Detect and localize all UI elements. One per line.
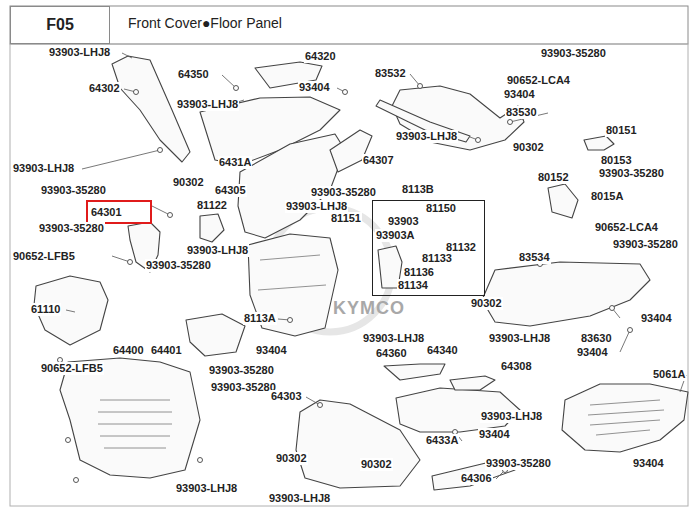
callout-number: 5061A (652, 368, 686, 381)
callout-number: 93903-35280 (210, 381, 277, 394)
callout-number: 93404 (503, 88, 536, 101)
callout-number: 83530 (505, 106, 538, 119)
callout-number: 90302 (470, 297, 503, 310)
callout-number: 93903A (375, 229, 416, 242)
callout-number: 81122 (196, 199, 228, 212)
callout-number: 93404 (478, 428, 511, 441)
callout-number: 93903-35280 (598, 167, 665, 180)
callout-number: 80153 (600, 154, 633, 167)
callout-number: 93903-LHJ8 (268, 492, 331, 505)
callout-number: 64305 (214, 184, 247, 197)
callout-number: 80152 (537, 171, 570, 184)
page-code: F05 (46, 16, 74, 34)
callout-number: 6431A (218, 156, 252, 169)
callout-number: 90302 (275, 452, 308, 465)
callout-number: 64340 (426, 344, 459, 357)
callout-number: 93903-35280 (612, 238, 679, 251)
highlight-box: 64301 (86, 200, 152, 224)
callout-number: 93404 (640, 312, 673, 325)
callout-number: 81136 (403, 266, 435, 279)
callout-number: 64360 (375, 347, 408, 360)
callout-number: 8113A (243, 312, 277, 325)
diagram-title: Front Cover●Floor Panel (128, 15, 282, 31)
callout-number: 90302 (360, 458, 393, 471)
callout-number: 93903-LHJ8 (175, 482, 238, 495)
callout-number: 93903-35280 (145, 259, 212, 272)
callout-number: 93903-LHJ8 (488, 332, 551, 345)
callout-number: 64401 (150, 344, 183, 357)
callout-number: 93903-LHJ8 (362, 332, 425, 345)
callout-number: 6433A (425, 434, 459, 447)
callout-number: 90652-LCA4 (506, 74, 571, 87)
callout-number: 64307 (362, 154, 395, 167)
callout-number: 90652-LFB5 (12, 250, 76, 263)
callout-number: 64301 (91, 206, 122, 219)
group-box: 8113B811509390393903A8113281133811368113… (372, 200, 485, 296)
callout-number: 93903-LHJ8 (12, 162, 75, 175)
callout-number: 93903-LHJ8 (395, 130, 458, 143)
page-code-box: F05 (10, 6, 110, 44)
callout-number: 93903-35280 (38, 222, 105, 235)
callout-number: 90652-LCA4 (594, 221, 659, 234)
callout-number: 93903-LHJ8 (480, 410, 543, 423)
callout-number: 93903 (387, 215, 420, 228)
callout-number: 64306 (460, 472, 493, 485)
callout-number: 93903-35280 (40, 184, 107, 197)
watermark: KYMCO (332, 298, 406, 318)
callout-number: 93903-35280 (540, 47, 607, 60)
callout-number: 81150 (425, 202, 457, 215)
callout-number: 80151 (605, 124, 638, 137)
callout-number: 64308 (500, 360, 533, 373)
callout-number: 64302 (88, 82, 121, 95)
callout-number: 64303 (270, 390, 303, 403)
callout-number: 64320 (304, 50, 337, 63)
callout-number: 93903-LHJ8 (186, 244, 249, 257)
callout-number: 64400 (112, 344, 145, 357)
callout-number: 83532 (374, 67, 407, 80)
callout-number: 8015A (590, 190, 624, 203)
callout-number: 93903-35280 (485, 457, 552, 470)
group-heading: 8113B (401, 183, 435, 196)
callout-number: 64350 (177, 68, 210, 81)
callout-number: 93903-35280 (208, 364, 275, 377)
callout-number: 81134 (397, 279, 429, 292)
callout-number: 83630 (580, 332, 613, 345)
callout-number: 93903-LHJ8 (48, 46, 111, 59)
callout-number: 90652-LFB5 (40, 362, 104, 375)
callout-number: 93404 (632, 457, 665, 470)
callout-number: 93903-35280 (310, 186, 377, 199)
callout-number: 61110 (30, 303, 61, 316)
callout-number: 93404 (255, 344, 288, 357)
callout-number: 93404 (576, 346, 609, 359)
callout-number: 81151 (330, 212, 362, 225)
callout-number: 83534 (518, 251, 551, 264)
callout-number: 81133 (421, 252, 453, 265)
callout-number: 90302 (172, 176, 205, 189)
callout-number: 93903-LHJ8 (176, 98, 239, 111)
callout-number: 90302 (512, 141, 545, 154)
callout-number: 93404 (298, 81, 331, 94)
